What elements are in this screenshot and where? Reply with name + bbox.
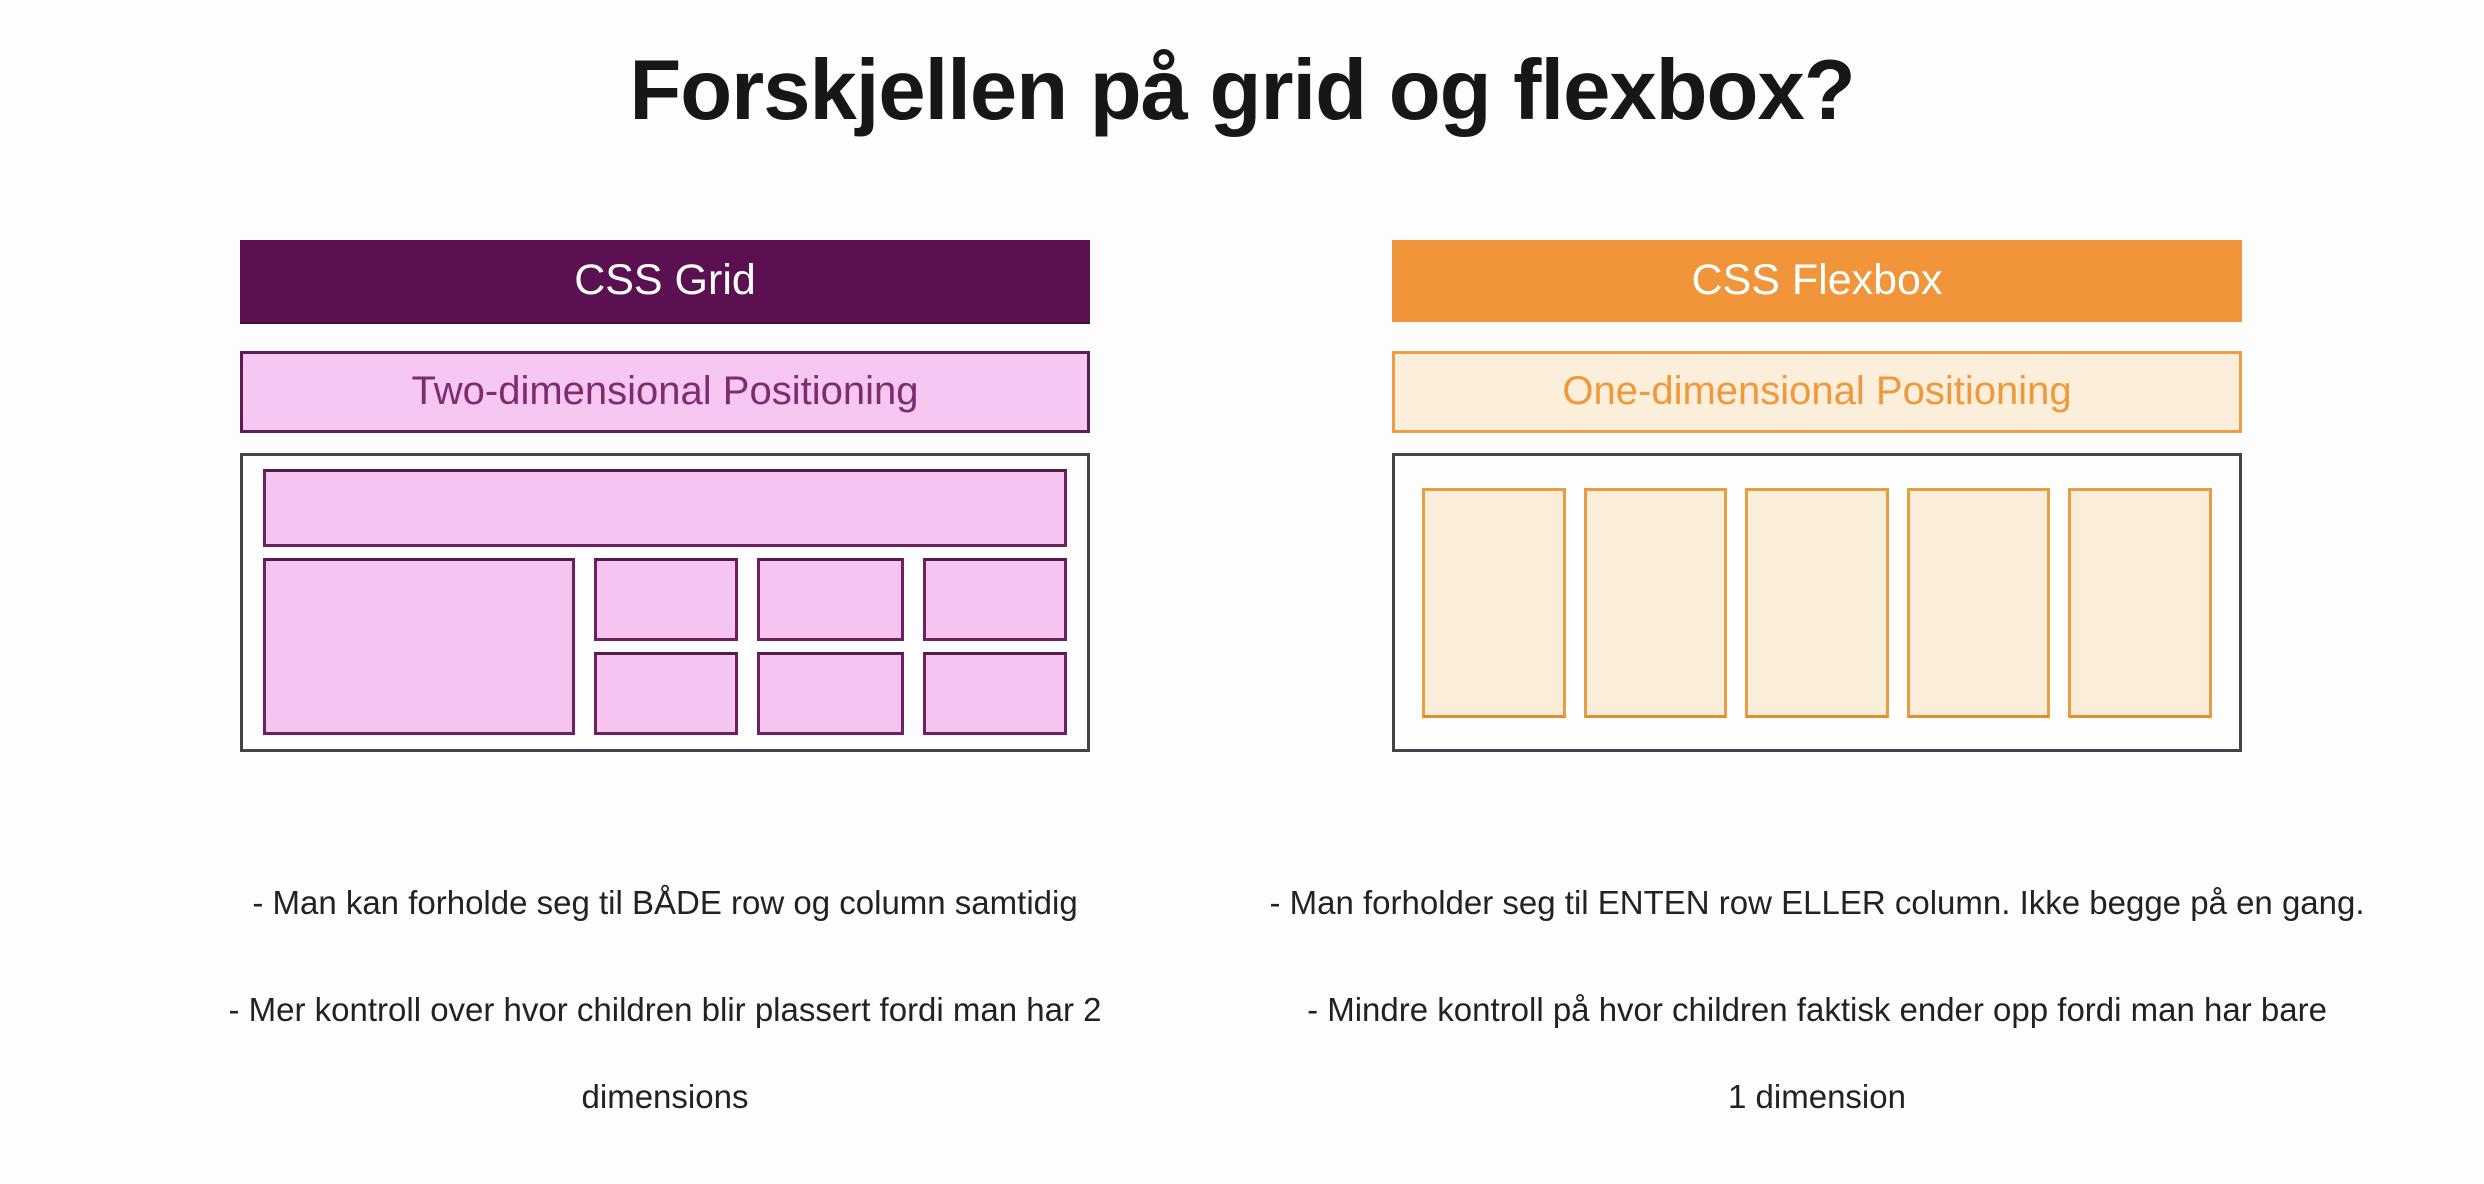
grid-subheader-label: Two-dimensional Positioning [411, 369, 919, 414]
flex-note-line: - Man forholder seg til ENTEN row ELLER … [1269, 883, 2365, 921]
grid-header-bar: CSS Grid [240, 239, 1090, 322]
flex-header-bar: CSS Flexbox [1392, 239, 2242, 322]
page-title: Forskjellen på grid og flexbox? [629, 43, 1855, 138]
grid-diagram [240, 452, 1090, 752]
grid-cell [594, 557, 738, 641]
comparison-columns: CSS Grid Two-dimensional Positioning [0, 239, 2484, 1118]
grid-cell [922, 557, 1067, 641]
grid-cell [922, 651, 1067, 735]
grid-cell [594, 651, 738, 735]
flex-diagram-inner [1395, 456, 2239, 749]
flex-notes: - Man forholder seg til ENTEN row ELLER … [1197, 882, 2437, 1118]
grid-panel: CSS Grid Two-dimensional Positioning [228, 239, 1102, 1118]
grid-note-line: - Man kan forholde seg til BÅDE row og c… [252, 883, 1078, 921]
grid-notes: - Man kan forholde seg til BÅDE row og c… [45, 882, 1285, 1118]
flex-subheader-bar: One-dimensional Positioning [1392, 350, 2242, 433]
flex-item [1422, 487, 1566, 718]
grid-header-label: CSS Grid [574, 256, 756, 305]
flex-item [2068, 487, 2212, 718]
flex-subheader-label: One-dimensional Positioning [1562, 369, 2072, 414]
flex-item [1745, 487, 1889, 718]
flex-diagram [1392, 452, 2242, 752]
grid-diagram-inner [243, 456, 1087, 749]
grid-note-line: dimensions [581, 1077, 749, 1115]
grid-cell-top [263, 468, 1067, 547]
flex-note-line: 1 dimension [1728, 1077, 1906, 1115]
grid-subheader-bar: Two-dimensional Positioning [240, 350, 1090, 433]
flex-note-line: - Mindre kontroll på hvor children fakti… [1307, 990, 2327, 1028]
grid-note-line: - Mer kontroll over hvor children blir p… [228, 990, 1102, 1028]
flex-item [1906, 487, 2051, 718]
grid-cell-big [263, 557, 576, 735]
grid-cell [756, 557, 904, 641]
flex-item [1583, 487, 1728, 718]
flex-panel: CSS Flexbox One-dimensional Positioning … [1269, 239, 2365, 1118]
grid-cell [756, 651, 904, 735]
flex-header-label: CSS Flexbox [1691, 256, 1943, 305]
